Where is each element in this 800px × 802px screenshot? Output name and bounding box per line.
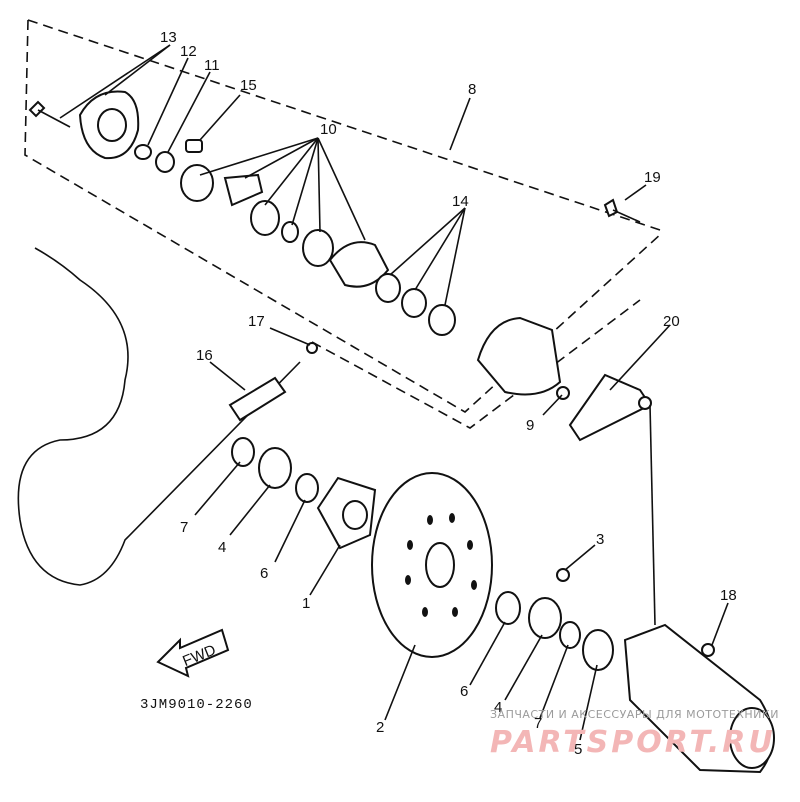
label-2: 2 xyxy=(376,719,384,736)
label-9: 9 xyxy=(526,417,534,434)
bleeder-9 xyxy=(556,386,570,400)
label-7b: 7 xyxy=(534,715,542,732)
bolt-13 xyxy=(28,100,71,128)
label-4a: 4 xyxy=(218,539,226,556)
bearing xyxy=(302,229,334,267)
o-ring-6a xyxy=(295,473,319,503)
label-11: 11 xyxy=(204,57,220,74)
watermark-tagline: ЗАПЧАСТИ И АКСЕССУАРЫ ДЛЯ МОТОТЕХНИКИ xyxy=(490,708,779,721)
piston-14 xyxy=(428,304,456,336)
bolt-18 xyxy=(701,643,715,657)
label-7a: 7 xyxy=(180,519,188,536)
label-19: 19 xyxy=(644,169,661,186)
label-12: 12 xyxy=(180,43,197,60)
label-16: 16 xyxy=(196,347,213,364)
label-4b: 4 xyxy=(494,699,502,716)
label-8: 8 xyxy=(468,81,476,98)
label-18: 18 xyxy=(720,587,737,604)
bolt-19-shank xyxy=(612,209,641,223)
label-3: 3 xyxy=(596,531,604,548)
circlip-7a xyxy=(231,437,255,467)
nut-11 xyxy=(155,151,175,173)
cable-adjuster xyxy=(228,376,287,422)
label-13: 13 xyxy=(160,29,177,46)
label-5: 5 xyxy=(574,741,582,758)
adjuster-body xyxy=(180,164,214,202)
label-17: 17 xyxy=(248,313,265,330)
seal-5 xyxy=(582,629,614,671)
gasket xyxy=(328,241,390,288)
label-1: 1 xyxy=(302,595,310,612)
caliper-body xyxy=(476,316,562,396)
part-labels: 13 12 11 15 10 8 19 14 17 20 16 9 7 4 6 … xyxy=(160,29,737,758)
bracket-boss xyxy=(638,396,652,410)
seal-4b xyxy=(528,597,562,639)
bracket-20 xyxy=(568,373,652,442)
label-14: 14 xyxy=(452,193,469,210)
o-ring-14b xyxy=(401,288,427,318)
bolt-3 xyxy=(556,568,570,582)
cover-bore xyxy=(97,108,127,142)
label-6a: 6 xyxy=(260,565,268,582)
washer-12 xyxy=(134,144,152,160)
hub-spline xyxy=(342,500,368,530)
fwd-arrow: FWD xyxy=(156,628,230,678)
assembly-outline-lower xyxy=(311,299,641,429)
seal-4a xyxy=(258,447,292,489)
adjuster-lever xyxy=(223,173,264,207)
brake-cable xyxy=(17,247,301,586)
o-ring-6b xyxy=(495,591,521,625)
pin-15 xyxy=(185,139,203,153)
axle-housing-bore xyxy=(729,707,775,769)
leader-lines xyxy=(59,44,729,741)
label-20: 20 xyxy=(663,313,680,330)
drawing-code: 3JM9010-2260 xyxy=(140,697,253,713)
assembly-outline xyxy=(24,19,663,413)
circlip-7b xyxy=(559,621,581,649)
o-ring-14a xyxy=(375,273,401,303)
disc-center xyxy=(425,542,455,588)
watermark-brand: PARTSPORT.RU xyxy=(490,725,776,760)
label-15: 15 xyxy=(240,77,257,94)
label-6b: 6 xyxy=(460,683,468,700)
disc-holes xyxy=(405,513,477,617)
bolt-19-head xyxy=(603,198,619,218)
adjuster-cam xyxy=(250,200,280,236)
label-10: 10 xyxy=(320,121,337,138)
spring-washer xyxy=(281,221,299,243)
